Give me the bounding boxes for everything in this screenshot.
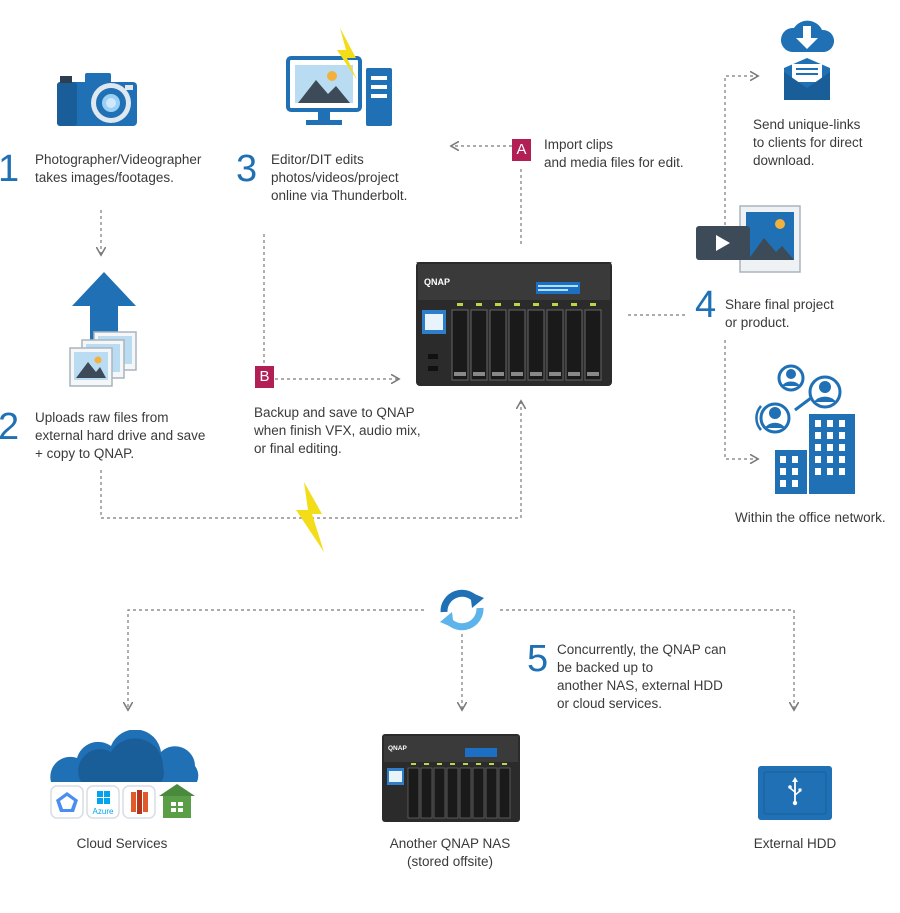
- download-icon: [780, 20, 835, 100]
- connector-share-download: [724, 76, 757, 225]
- connector-sync-hdd: [500, 609, 794, 709]
- cloud-services-label: Cloud Services: [76, 836, 168, 851]
- step-5-number: 5: [527, 638, 549, 680]
- step-4-number: 4: [695, 284, 717, 326]
- another-nas-label: Another QNAP NAS (stored offsite): [389, 836, 511, 869]
- external-hdd-label: External HDD: [753, 836, 837, 851]
- step-1-text: Photographer/Videographer takes images/f…: [35, 152, 202, 185]
- tag-a-text: Import clips and media files for edit.: [544, 137, 684, 170]
- lightning-icon: [337, 28, 357, 80]
- step-2-number: 2: [0, 406, 20, 448]
- nas-brand: QNAP: [424, 277, 450, 287]
- lightning-icon: [296, 482, 324, 552]
- tag-a: A: [512, 139, 531, 161]
- step-3-number: 3: [236, 148, 258, 190]
- camera-icon: [57, 73, 137, 126]
- video-icon: [696, 205, 801, 273]
- sync-icon: [440, 589, 484, 631]
- step-4-text: Share final project or product.: [725, 297, 834, 330]
- step-1-number: 1: [0, 148, 20, 190]
- step-2-text: Uploads raw files from external hard dri…: [35, 410, 206, 461]
- cloud-icon: Azure: [50, 730, 199, 819]
- hdd-icon: [758, 766, 832, 820]
- azure-label: Azure: [93, 807, 114, 816]
- download-text: Send unique-links to clients for direct …: [753, 117, 863, 168]
- main-nas-icon: QNAP: [416, 262, 612, 386]
- tag-b: B: [255, 366, 274, 388]
- step-5-text: Concurrently, the QNAP can be backed up …: [557, 642, 727, 711]
- connector-share-office: [724, 340, 757, 459]
- step-3-text: Editor/DIT edits photos/videos/project o…: [271, 152, 408, 203]
- connector-sync-cloud: [128, 609, 424, 709]
- tag-b-text: Backup and save to QNAP when finish VFX,…: [254, 405, 421, 456]
- office-text: Within the office network.: [735, 510, 886, 525]
- another-nas-icon: QNAP: [382, 734, 520, 822]
- upload-icon: [69, 272, 137, 387]
- office-icon: [755, 364, 855, 494]
- monitor-icon: [286, 28, 392, 126]
- nas-brand: QNAP: [388, 745, 407, 752]
